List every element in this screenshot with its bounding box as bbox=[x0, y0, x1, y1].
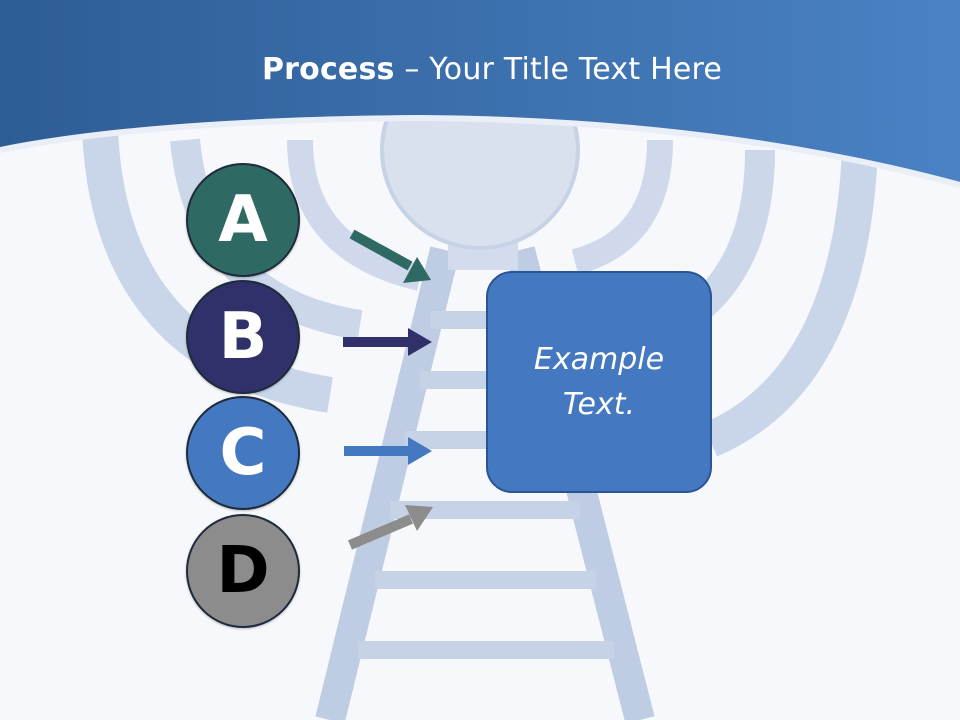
header-band bbox=[0, 0, 960, 185]
example-text: Example Text. bbox=[533, 342, 665, 422]
title-bold: Process bbox=[261, 52, 395, 87]
step-c-letter: C bbox=[219, 416, 267, 490]
example-text-box: Example Text. bbox=[486, 271, 712, 493]
step-d-letter: D bbox=[216, 534, 270, 608]
title-rest: – Your Title Text Here bbox=[394, 52, 723, 87]
step-d-circle: D bbox=[186, 514, 300, 628]
page-title: Process – Your Title Text Here bbox=[0, 52, 960, 87]
step-b-letter: B bbox=[218, 300, 268, 374]
step-a-circle: A bbox=[186, 163, 300, 277]
step-a-letter: A bbox=[218, 183, 268, 257]
step-b-circle: B bbox=[186, 280, 300, 394]
step-c-circle: C bbox=[186, 396, 300, 510]
